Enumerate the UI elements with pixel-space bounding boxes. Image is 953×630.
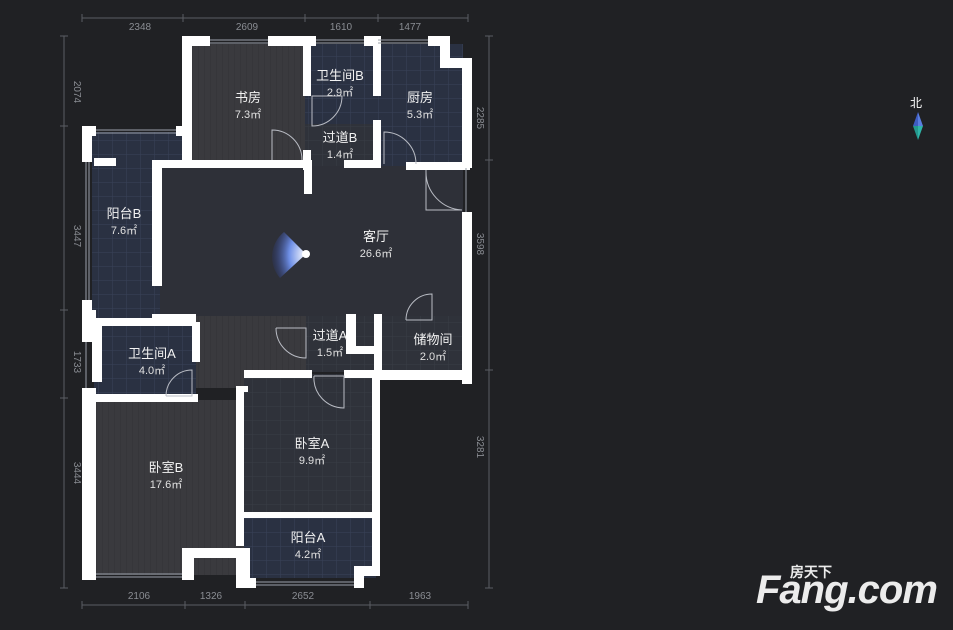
dim-left-4: 3444 xyxy=(71,462,82,485)
windows xyxy=(85,39,467,586)
dim-bottom-3: 2652 xyxy=(292,591,315,602)
room-area-living-room: 26.6㎡ xyxy=(360,247,392,260)
floor-corridor-b xyxy=(305,124,373,166)
watermark-chinese: 房天下 xyxy=(790,564,832,580)
dim-top-3: 1610 xyxy=(330,22,353,33)
room-area-corridor-b: 1.4㎡ xyxy=(327,148,353,161)
dim-top-4: 1477 xyxy=(399,22,422,33)
dim-left-1: 2074 xyxy=(71,81,82,104)
dim-left-3: 1733 xyxy=(71,351,82,374)
room-area-kitchen: 5.3㎡ xyxy=(407,108,433,121)
compass-icon xyxy=(913,112,923,140)
floor-corridor-a xyxy=(306,316,376,372)
room-area-balcony-a: 4.2㎡ xyxy=(295,548,321,561)
room-labels: 书房 7.3㎡ 卫生间B 2.9㎡ 厨房 5.3㎡ 过道B 1.4㎡ 阳台B 7… xyxy=(107,68,453,561)
dim-bottom-2: 1326 xyxy=(200,591,223,602)
room-area-corridor-a: 1.5㎡ xyxy=(317,346,343,359)
dimension-labels: 2348 2609 1610 1477 2106 1326 2652 1963 … xyxy=(71,22,485,602)
floor-bedroom-a xyxy=(244,374,376,516)
camera-indicator xyxy=(272,232,310,278)
room-floors xyxy=(92,44,463,578)
dim-right-1: 2285 xyxy=(474,107,485,130)
room-area-storage: 2.0㎡ xyxy=(420,350,446,363)
room-area-bedroom-b: 17.6㎡ xyxy=(150,478,182,491)
room-area-balcony-b: 7.6㎡ xyxy=(111,224,137,237)
dim-bottom-1: 2106 xyxy=(128,591,151,602)
dim-top-2: 2609 xyxy=(236,22,259,33)
room-area-bathroom-a: 4.0㎡ xyxy=(139,364,165,377)
dim-right-2: 3598 xyxy=(474,233,485,256)
room-area-study: 7.3㎡ xyxy=(235,108,261,121)
dim-right-3: 3281 xyxy=(474,436,485,459)
room-name-living-room: 客厅 xyxy=(363,229,389,244)
dimension-lines xyxy=(60,14,493,609)
floor-storage xyxy=(380,316,463,372)
room-name-storage: 储物间 xyxy=(413,332,452,347)
dim-top-1: 2348 xyxy=(129,22,152,33)
doors xyxy=(165,95,463,409)
room-area-bathroom-b: 2.9㎡ xyxy=(327,86,353,99)
room-name-bathroom-a: 卫生间A xyxy=(128,346,176,361)
floor-bathroom-a xyxy=(94,322,196,400)
floor-bathroom-b xyxy=(305,44,373,124)
watermark-brand: Fang.com xyxy=(756,568,938,612)
room-name-bedroom-b: 卧室B xyxy=(149,460,184,475)
room-name-kitchen: 厨房 xyxy=(407,90,433,105)
room-name-bathroom-b: 卫生间B xyxy=(316,68,364,83)
dim-bottom-4: 1963 xyxy=(409,591,432,602)
room-name-balcony-a: 阳台A xyxy=(291,530,326,545)
compass-label: 北 xyxy=(910,96,923,110)
room-name-corridor-b: 过道B xyxy=(323,130,358,145)
room-name-balcony-b: 阳台B xyxy=(107,206,142,221)
room-area-bedroom-a: 9.9㎡ xyxy=(299,454,325,467)
dim-left-2: 3447 xyxy=(71,225,82,248)
room-name-bedroom-a: 卧室A xyxy=(295,436,330,451)
floor-bedroom-b xyxy=(94,400,244,575)
room-name-study: 书房 xyxy=(235,90,261,105)
floor-study xyxy=(190,44,305,164)
room-name-corridor-a: 过道A xyxy=(313,328,348,343)
walls xyxy=(82,36,472,588)
